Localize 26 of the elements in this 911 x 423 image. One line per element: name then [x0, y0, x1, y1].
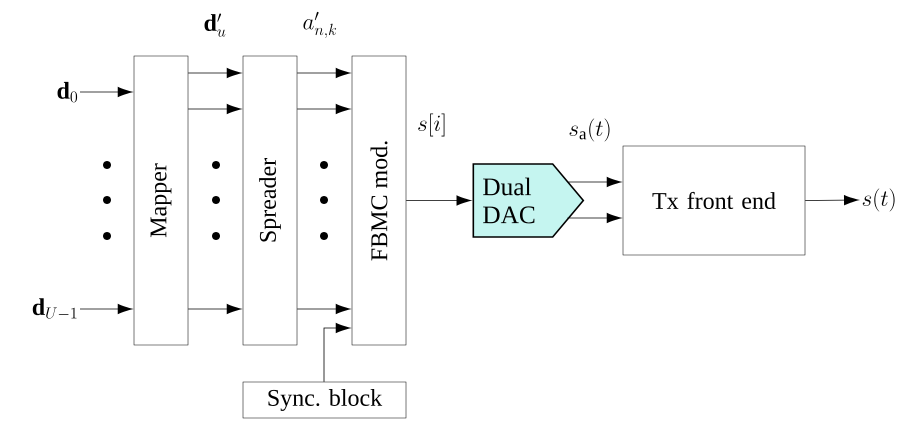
block-box: FBMC mod.	[352, 56, 406, 346]
signal-symbol: $\mathbf{d}_0$	[58, 82, 78, 102]
arrow	[80, 304, 132, 314]
block-box: Sync. block	[242, 382, 406, 418]
signal-label: $s_{\mathrm{a}}(t)$	[570, 118, 610, 142]
arrow	[296, 304, 350, 314]
arrow	[80, 86, 132, 98]
arrow	[566, 212, 622, 224]
signal-symbol: $s(t)$	[862, 188, 895, 212]
arrow	[188, 304, 242, 314]
signal-label: $a'_{n,k}$	[303, 12, 336, 38]
arrow	[324, 322, 350, 382]
signal-label: $\mathbf{d}'_u$	[204, 13, 226, 37]
block-box: Tx front end	[622, 146, 806, 256]
arrow	[188, 68, 242, 78]
arrow	[804, 195, 859, 206]
signal-label: $s[i]$	[418, 114, 444, 136]
signal-symbol: $\mathbf{d}_{U-1}$	[32, 298, 76, 319]
arrow	[406, 195, 472, 206]
block-box: Mapper	[134, 56, 188, 346]
arrow	[296, 104, 350, 114]
block-box: Spreader	[242, 56, 298, 346]
converter-block: Dual DAC	[472, 163, 584, 238]
arrow	[188, 104, 242, 114]
arrow	[566, 176, 622, 188]
arrow	[296, 68, 350, 78]
